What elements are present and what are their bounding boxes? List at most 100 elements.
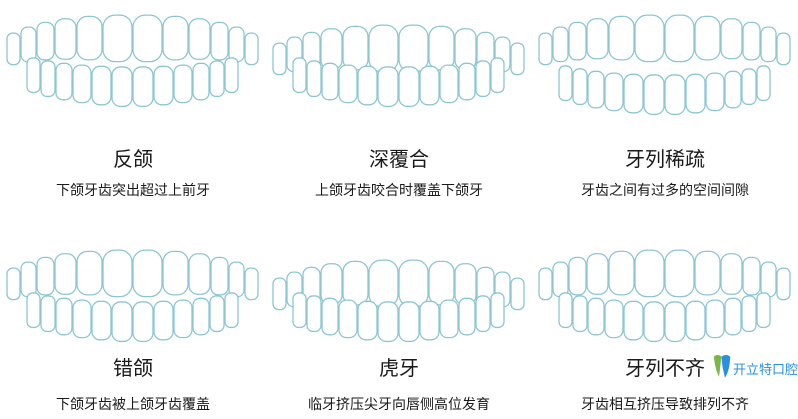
- lower-tooth: [209, 295, 225, 333]
- lower-tooth: [587, 297, 605, 336]
- lower-tooth: [40, 295, 56, 333]
- upper-tooth: [398, 24, 429, 73]
- lower-tooth: [26, 57, 41, 94]
- teeth-illustration: [272, 24, 525, 108]
- tooth-logo-icon: [713, 354, 731, 378]
- upper-tooth: [538, 267, 553, 301]
- upper-tooth: [132, 249, 163, 298]
- lower-tooth: [643, 301, 665, 343]
- lower-tooth: [192, 62, 210, 101]
- lower-tooth: [490, 57, 505, 94]
- lower-tooth: [419, 65, 440, 106]
- upper-tooth: [36, 21, 55, 61]
- lower-tooth: [458, 62, 476, 101]
- upper-tooth: [188, 18, 211, 60]
- lower-tooth: [292, 292, 307, 329]
- lower-tooth: [724, 70, 742, 109]
- lower-tooth: [26, 292, 41, 329]
- lower-tooth: [475, 295, 491, 333]
- upper-tooth: [244, 32, 259, 66]
- upper-tooth: [20, 261, 37, 298]
- upper-tooth: [132, 14, 163, 63]
- lower-tooth: [72, 299, 92, 339]
- lower-tooth: [705, 72, 725, 112]
- upper-tooth: [342, 260, 369, 306]
- lower-tooth: [357, 300, 378, 341]
- upper-tooth: [608, 15, 635, 61]
- lower-tooth: [558, 65, 573, 102]
- lower-tooth: [306, 60, 322, 98]
- lower-tooth: [338, 64, 358, 104]
- lower-tooth: [72, 64, 92, 104]
- upper-tooth: [664, 249, 695, 298]
- lower-tooth: [756, 65, 771, 102]
- lower-tooth: [741, 295, 757, 333]
- lower-tooth: [153, 300, 174, 341]
- teeth-type-title: 错颌: [113, 356, 153, 380]
- upper-tooth: [428, 25, 455, 71]
- teeth-illustration: [272, 259, 525, 343]
- lower-tooth: [111, 301, 133, 343]
- lower-tooth: [756, 292, 771, 329]
- upper-tooth: [54, 253, 77, 295]
- upper-tooth: [776, 267, 791, 301]
- upper-tooth: [162, 15, 189, 61]
- upper-tooth: [720, 18, 743, 60]
- upper-tooth: [368, 24, 399, 73]
- upper-tooth: [6, 32, 21, 66]
- upper-tooth: [760, 261, 777, 298]
- upper-tooth: [188, 253, 211, 295]
- upper-tooth: [694, 250, 721, 296]
- teeth-type-description: 牙齿之间有过多的空间间隙: [581, 183, 749, 199]
- upper-tooth: [776, 32, 791, 66]
- lower-tooth: [55, 297, 73, 336]
- teeth-type-description: 临牙挤压尖牙向唇侧高位发育: [308, 397, 490, 413]
- upper-tooth: [210, 21, 229, 61]
- teeth-illustration: [6, 14, 259, 108]
- upper-tooth: [568, 21, 587, 61]
- teeth-type-title: 虎牙: [379, 356, 419, 380]
- lower-tooth: [111, 66, 133, 108]
- upper-tooth: [102, 14, 133, 63]
- lower-tooth: [91, 300, 112, 341]
- teeth-illustration: [538, 14, 791, 116]
- upper-tooth: [568, 256, 587, 296]
- upper-tooth: [586, 18, 609, 60]
- upper-tooth: [272, 277, 287, 311]
- lower-tooth: [587, 70, 605, 109]
- upper-tooth: [720, 253, 743, 295]
- lower-tooth: [91, 65, 112, 106]
- upper-tooth: [664, 14, 695, 63]
- upper-tooth: [398, 259, 429, 308]
- upper-tooth: [510, 42, 525, 76]
- lower-tooth: [439, 299, 459, 339]
- lower-tooth: [572, 68, 588, 106]
- upper-tooth: [586, 253, 609, 295]
- lower-tooth: [321, 62, 339, 101]
- upper-tooth: [228, 261, 245, 298]
- lower-tooth: [40, 60, 56, 98]
- upper-tooth: [272, 42, 287, 76]
- upper-tooth: [742, 21, 761, 61]
- upper-tooth: [634, 14, 665, 63]
- upper-tooth: [608, 250, 635, 296]
- upper-tooth: [228, 26, 245, 63]
- lower-tooth: [419, 300, 440, 341]
- lower-tooth: [173, 64, 193, 104]
- teeth-type-description: 上颌牙齿咬合时覆盖下颌牙: [315, 183, 483, 199]
- upper-tooth: [552, 261, 569, 298]
- lower-tooth: [623, 73, 644, 114]
- upper-tooth: [76, 15, 103, 61]
- teeth-illustration: [6, 249, 259, 343]
- lower-tooth: [338, 299, 358, 339]
- lower-tooth: [377, 301, 399, 343]
- upper-tooth: [102, 249, 133, 298]
- upper-tooth: [552, 26, 569, 63]
- upper-tooth: [634, 249, 665, 298]
- upper-tooth: [760, 26, 777, 63]
- upper-tooth: [54, 18, 77, 60]
- lower-tooth: [398, 301, 420, 343]
- lower-tooth: [192, 297, 210, 336]
- upper-tooth: [244, 267, 259, 301]
- watermark-logo: 开立特口腔: [712, 352, 798, 382]
